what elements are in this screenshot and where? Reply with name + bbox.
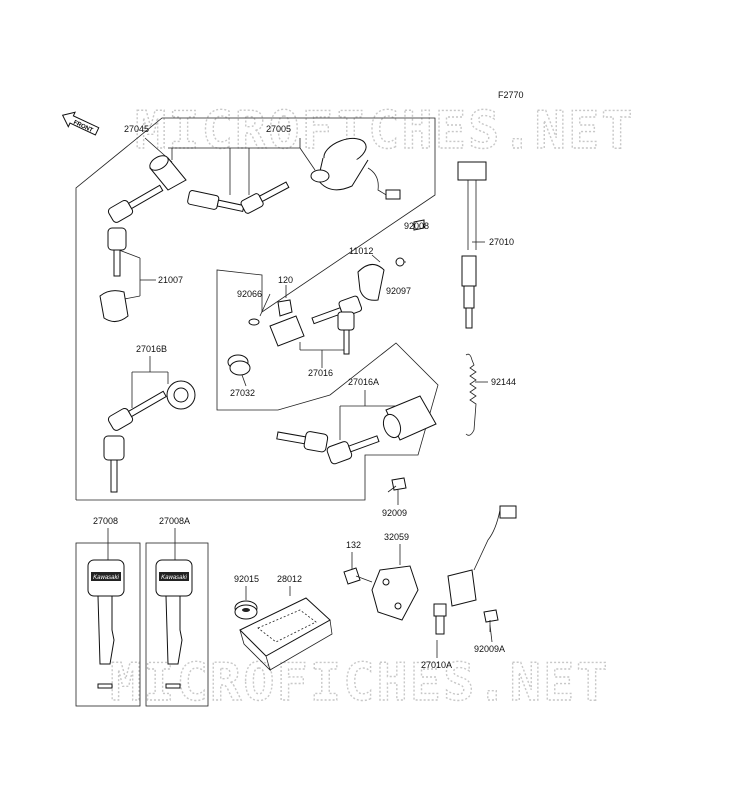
label-92144: 92144 bbox=[491, 377, 516, 387]
label-27045: 27045 bbox=[124, 124, 149, 134]
label-28012: 28012 bbox=[277, 574, 302, 584]
part-27008-key: Kawasaki bbox=[87, 559, 125, 689]
part-27016b-key-set bbox=[103, 380, 196, 493]
label-92066: 92066 bbox=[237, 289, 262, 299]
label-120: 120 bbox=[278, 275, 293, 285]
label-27032: 27032 bbox=[230, 388, 255, 398]
watermark-top: MICROFICHES.NET bbox=[135, 101, 635, 161]
label-27008: 27008 bbox=[93, 516, 118, 526]
part-92009a-screw bbox=[483, 609, 499, 632]
label-27010: 27010 bbox=[489, 237, 514, 247]
group-outline-main bbox=[75, 117, 439, 501]
key-brand-27008a: Kawasaki bbox=[161, 575, 187, 581]
label-27010a: 27010A bbox=[421, 660, 452, 670]
part-92144-spring bbox=[465, 353, 477, 436]
part-92015-bushing bbox=[234, 600, 258, 620]
label-92009: 92009 bbox=[382, 508, 407, 518]
label-92015: 92015 bbox=[234, 574, 259, 584]
part-92009-screw bbox=[387, 477, 407, 493]
key-brand-27008: Kawasaki bbox=[93, 575, 119, 581]
watermark-bottom: MICROFICHES.NET bbox=[110, 653, 610, 713]
leader-lines bbox=[107, 137, 493, 658]
part-21007-key-set bbox=[99, 184, 164, 322]
label-21007: 21007 bbox=[158, 275, 183, 285]
part-27008a-key: Kawasaki bbox=[155, 559, 193, 689]
label-27016: 27016 bbox=[308, 368, 333, 378]
part-27016-lock-assembly bbox=[227, 295, 363, 376]
label-92008: 92008 bbox=[404, 221, 429, 231]
label-92009a: 92009A bbox=[474, 644, 505, 654]
label-32059: 32059 bbox=[384, 532, 409, 542]
label-27005: 27005 bbox=[266, 124, 291, 134]
part-132-bolt bbox=[343, 567, 373, 585]
part-11012-plate bbox=[357, 219, 425, 301]
label-92097: 92097 bbox=[386, 286, 411, 296]
label-27008a: 27008A bbox=[159, 516, 190, 526]
part-28012-lens bbox=[239, 597, 333, 672]
part-27010a-switch bbox=[433, 505, 517, 635]
part-32059-bracket bbox=[371, 565, 419, 621]
part-27010-switch bbox=[457, 161, 487, 329]
key-box-27008a bbox=[145, 542, 209, 707]
figure-code: F2770 bbox=[498, 90, 524, 100]
label-132: 132 bbox=[346, 540, 361, 550]
part-27016a-key-set bbox=[276, 395, 437, 465]
label-27016a: 27016A bbox=[348, 377, 379, 387]
label-11012: 11012 bbox=[349, 246, 373, 256]
label-27016b: 27016B bbox=[136, 344, 167, 354]
part-27045-cylinder bbox=[149, 155, 187, 191]
part-labels: 27045 27005 27010 92008 11012 92097 2100… bbox=[93, 124, 516, 670]
part-27005-ignition-switch bbox=[187, 137, 401, 214]
front-arrow-icon: FRONT bbox=[61, 111, 100, 136]
